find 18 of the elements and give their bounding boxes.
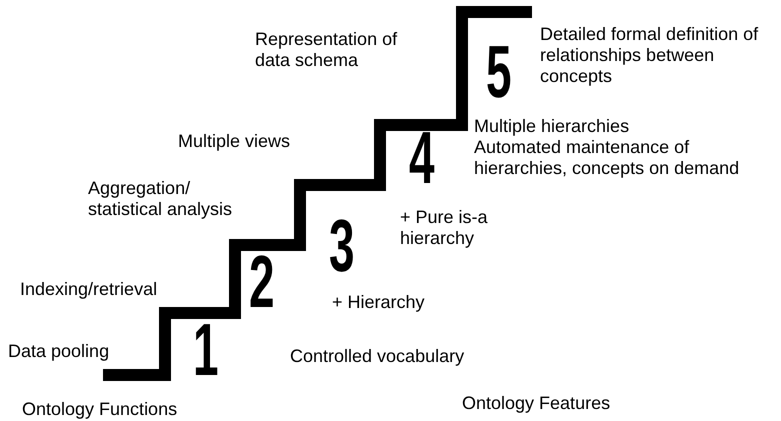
feature-label: + Hierarchy <box>332 292 426 313</box>
step-number: 5 <box>486 42 512 102</box>
function-label: Data pooling <box>8 341 110 362</box>
step-number: 4 <box>409 128 435 188</box>
function-label: Multiple views <box>178 131 292 152</box>
feature-label: Controlled vocabulary <box>290 346 466 367</box>
function-label: Representation of data schema <box>255 29 398 71</box>
feature-label: Automated maintenance of hierarchies, concepts on demand <box>474 137 740 179</box>
function-label: Aggregation/ statistical analysis <box>88 178 234 220</box>
axis-caption: Ontology Features <box>462 393 612 414</box>
axis-caption: Ontology Functions <box>22 399 178 420</box>
feature-label: Detailed formal definition of relationships between concepts <box>540 24 760 87</box>
feature-label: + Pure is-a hierarchy <box>400 207 489 249</box>
step-number: 3 <box>329 216 355 276</box>
step-number: 2 <box>249 252 275 312</box>
feature-label: Multiple hierarchies <box>474 116 630 137</box>
function-label: Indexing/retrieval <box>20 279 158 300</box>
step-number: 1 <box>193 320 219 380</box>
